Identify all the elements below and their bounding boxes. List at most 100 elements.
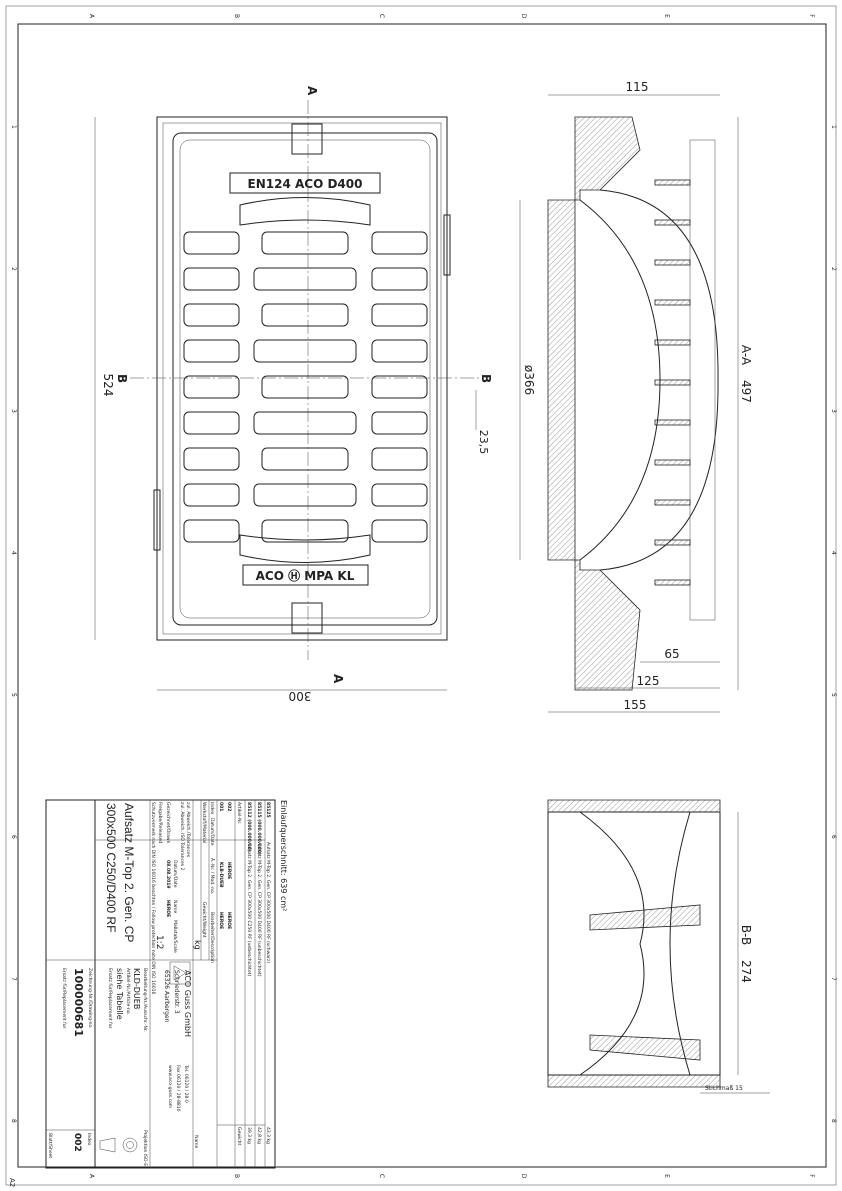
rib (654, 379, 691, 386)
variant-description: Aufsatz M-Top 2. Gen. CP 300x500 C250 RF… (246, 842, 252, 976)
zone-letter: C (378, 14, 385, 18)
col-name: Bearbeiter/Description (209, 912, 215, 963)
company-fax: Fax 06120 / 28-8810 (175, 1065, 181, 1112)
drawing-title-line2: 300x500 C250/D400 RF (104, 803, 118, 932)
index-cell: HEROE (226, 862, 232, 879)
dim-300: 300 (289, 689, 312, 703)
note-label: Name (193, 1135, 199, 1149)
drawn-label: Gezeichnet/Drawn (165, 802, 171, 844)
zone-number: 5 (830, 693, 837, 697)
outer-border (5, 5, 837, 1186)
grating-slot (253, 411, 357, 435)
grating-slot (371, 339, 428, 363)
dim-524: 524 (101, 374, 115, 397)
title-block: 85125 Aufsatz M-Top 2. Gen. CP 300x500 D… (45, 799, 276, 1169)
rib (654, 499, 691, 506)
replacement-label: Ersatz für/Replacement for (61, 968, 67, 1028)
grating-slot (253, 483, 357, 507)
part-label: Ersatz für/Replacement for (107, 968, 113, 1028)
grating-slot (371, 483, 428, 507)
grating-slots (183, 231, 428, 543)
rib (654, 459, 691, 466)
weight-label: Gewicht/Weight (201, 902, 207, 938)
dim-65: 65 (664, 647, 679, 661)
variant-article: 85115 (000.000.000) (256, 802, 262, 855)
dim-23-5: 23,5 (477, 430, 490, 455)
zone-letter: B (233, 1174, 240, 1178)
index-label: Index (86, 1133, 92, 1146)
zone-letter: F (808, 14, 815, 18)
zone-number: 8 (10, 1119, 17, 1123)
company-city: 65326 Aarbergen (163, 970, 170, 1023)
grating-slot (183, 231, 240, 255)
dim-274: 274 (739, 960, 753, 983)
variant-description: Aufsatz M-Top 2. Gen. CP 300x500 D400 RF… (265, 842, 271, 963)
zone-number: 7 (830, 977, 837, 981)
variant-weight: 39,3 kg (246, 1127, 252, 1144)
section-a-bottom: A (331, 674, 345, 684)
grating-slot (261, 231, 349, 255)
grating-slot (183, 375, 240, 399)
col-article: Artikel-Nr. (236, 802, 242, 824)
grating-slot (371, 519, 428, 543)
grating-slot (183, 267, 240, 291)
company-tel: Tel. 06120 / 28-0 (183, 1064, 189, 1103)
drawn-date: 08.08.2019 (165, 860, 171, 888)
inlet-area-note: Einlaufquerschnitt: 639 cm² (279, 800, 288, 911)
zone-letter: D (520, 14, 527, 19)
grating-slot (183, 339, 240, 363)
dim-115: 115 (626, 80, 649, 94)
unit: kg (193, 940, 202, 950)
zone-number: 1 (830, 125, 837, 129)
index-cell: 001 (218, 802, 224, 811)
variant-article: 85112 (000.000.00) (246, 802, 252, 852)
drawn-name: HEROE (165, 900, 171, 917)
dim-366: ø366 (522, 365, 536, 395)
grating-slot (371, 303, 428, 327)
zone-number: 5 (10, 693, 17, 697)
projection-symbol-icon (99, 1137, 138, 1153)
variant-article: 85125 (265, 802, 271, 818)
grating-slot (183, 411, 240, 435)
zone-letter: F (808, 1174, 815, 1178)
grating-slot (371, 447, 428, 471)
stichmass-note: Stichmaß 15 (705, 1085, 743, 1092)
zone-letter: B (233, 14, 240, 18)
index-cell: 002 (226, 802, 232, 811)
zone-letter: C (378, 1174, 385, 1178)
section-aa-label: A-A (739, 345, 753, 366)
company-name: ACO Guss GmbH (183, 970, 192, 1037)
scale-label: Maßstab/Scale (172, 920, 178, 953)
section-b-b: B-B 274 Stichmaß 15 (547, 799, 770, 1094)
grating-slot (371, 231, 428, 255)
company-web: www.aco-guss.com (167, 1065, 172, 1108)
section-bb-label: B-B (739, 925, 753, 945)
produced-value: KLD-DUEB (132, 968, 141, 1009)
index-cell: KLB-DUEB (218, 862, 224, 888)
sheet-size: A2 (8, 1178, 16, 1187)
grating-slot (183, 303, 240, 327)
rib (654, 259, 691, 266)
section-a-a: 115 A-A 497 ø366 65 125 155 (519, 80, 753, 713)
index-cell: HEROE (226, 912, 232, 929)
section-a-top: A (305, 86, 319, 96)
zone-letter: E (663, 14, 670, 18)
zone-number: 4 (830, 551, 837, 555)
rib (654, 219, 691, 226)
scale-value: 1:2 (154, 935, 164, 949)
index-cell: HEROE (218, 912, 224, 929)
grating-slot (253, 339, 357, 363)
top-view: EN124 ACO D400 ACO Ⓗ MPA KL 524 300 23,5… (94, 86, 493, 703)
grating-slot (261, 447, 349, 471)
grating-slot (261, 375, 349, 399)
drawing-title-line1: Aufsatz M-Top 2. Gen. CP (122, 803, 136, 942)
name-label: Name (172, 900, 178, 914)
produced-label: Bearbeitung-Nr./Ausschr.-Nr. (142, 968, 148, 1032)
projection-label: Projektion ISO-E (142, 1130, 148, 1166)
zone-letter: A (88, 1174, 95, 1179)
company-street: Schriederstr. 3 (173, 970, 180, 1014)
dim-155: 155 (624, 698, 647, 712)
zone-letter: A (88, 14, 95, 19)
grating-slot (183, 483, 240, 507)
